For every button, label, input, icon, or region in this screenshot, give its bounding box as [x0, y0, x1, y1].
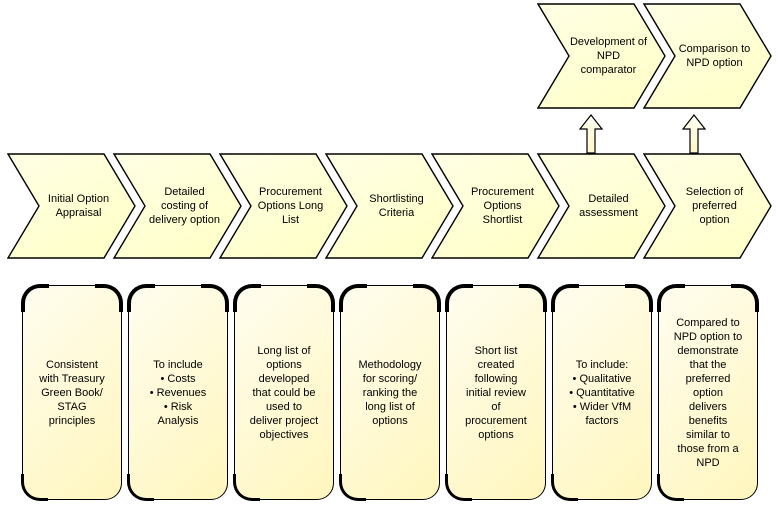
flow-step-label: Initial Option Appraisal: [47, 193, 110, 219]
top-chevron-label: Development of NPD comparator: [569, 36, 648, 76]
detail-card-text: Short list created following initial rev…: [465, 344, 527, 441]
chevron-arrow-icon: [537, 3, 666, 109]
top-chevron-development-of-npd-comparator: Development of NPD comparator: [537, 3, 666, 109]
card-corner: [519, 284, 547, 312]
card-corner: [657, 284, 685, 312]
card-corner: [233, 474, 260, 501]
detail-card-methodology: Methodology for scoring/ ranking the lon…: [339, 284, 441, 501]
top-chevron-label: Comparison to NPD option: [678, 43, 751, 69]
detail-card-costing: To include • Costs • Revenues • Risk Ana…: [127, 284, 229, 501]
flow-step-label: Shortlisting Criteria: [369, 193, 424, 219]
flow-step-procurement-options-shortlist: Procurement Options Shortlist: [431, 153, 560, 259]
chevron-arrow-icon: [537, 153, 666, 259]
flow-step-procurement-options-long-list: Procurement Options Long List: [219, 153, 348, 259]
card-corner: [233, 284, 261, 312]
card-corner: [95, 284, 123, 312]
detail-card-text: To include • Costs • Revenues • Risk Ana…: [149, 358, 207, 427]
card-corner: [21, 284, 49, 312]
card-corner: [127, 474, 154, 501]
up-arrow-icon: [579, 114, 603, 154]
flow-step-label: Detailed assessment: [579, 193, 638, 219]
card-corner: [339, 284, 367, 312]
chevron-arrow-icon: [643, 3, 772, 109]
detail-card-npd-comparison: Compared to NPD option to demonstrate th…: [657, 284, 759, 501]
flow-step-label: Procurement Options Long List: [257, 186, 324, 226]
detail-card-text: Compared to NPD option to demonstrate th…: [673, 316, 743, 469]
flow-step-selection-of-preferred-option: Selection of preferred option: [643, 153, 772, 259]
card-corner: [339, 474, 366, 501]
chevron-arrow-icon: [431, 153, 560, 259]
card-corner: [657, 474, 684, 501]
card-corner: [731, 284, 759, 312]
card-corner: [551, 474, 578, 501]
card-corner: [127, 284, 155, 312]
detail-card-text: Consistent with Treasury Green Book/ STA…: [39, 358, 105, 427]
flow-step-label: Selection of preferred option: [685, 186, 744, 226]
detail-card-text: Methodology for scoring/ ranking the lon…: [358, 358, 422, 427]
card-corner: [21, 474, 48, 501]
chevron-arrow-icon: [325, 153, 454, 259]
chevron-arrow-icon: [113, 153, 242, 259]
detail-card-text: Long list of options developed that coul…: [249, 344, 319, 441]
chevron-arrow-icon: [7, 153, 136, 259]
flow-step-label: Procurement Options Shortlist: [471, 186, 534, 226]
detail-card-option-appraisal: Consistent with Treasury Green Book/ STA…: [21, 284, 123, 501]
detail-card-short-list: Short list created following initial rev…: [445, 284, 547, 501]
flow-step-initial-option-appraisal: Initial Option Appraisal: [7, 153, 136, 259]
detail-card-long-list: Long list of options developed that coul…: [233, 284, 335, 501]
card-corner: [551, 284, 579, 312]
flow-step-shortlisting-criteria: Shortlisting Criteria: [325, 153, 454, 259]
top-chevron-comparison-to-npd-option: Comparison to NPD option: [643, 3, 772, 109]
chevron-arrow-icon: [643, 153, 772, 259]
card-corner: [201, 284, 229, 312]
flow-step-detailed-assessment: Detailed assessment: [537, 153, 666, 259]
card-corner: [413, 284, 441, 312]
card-corner: [625, 284, 653, 312]
detail-card-assessment-factors: To include: • Qualitative • Quantitative…: [551, 284, 653, 501]
card-corner: [445, 474, 472, 501]
card-corner: [445, 284, 473, 312]
flow-step-detailed-costing: Detailed costing of delivery option: [113, 153, 242, 259]
chevron-arrow-icon: [219, 153, 348, 259]
detail-card-text: To include: • Qualitative • Quantitative…: [569, 358, 635, 427]
card-corner: [307, 284, 335, 312]
up-arrow-icon: [682, 114, 706, 154]
flow-step-label: Detailed costing of delivery option: [149, 186, 220, 226]
